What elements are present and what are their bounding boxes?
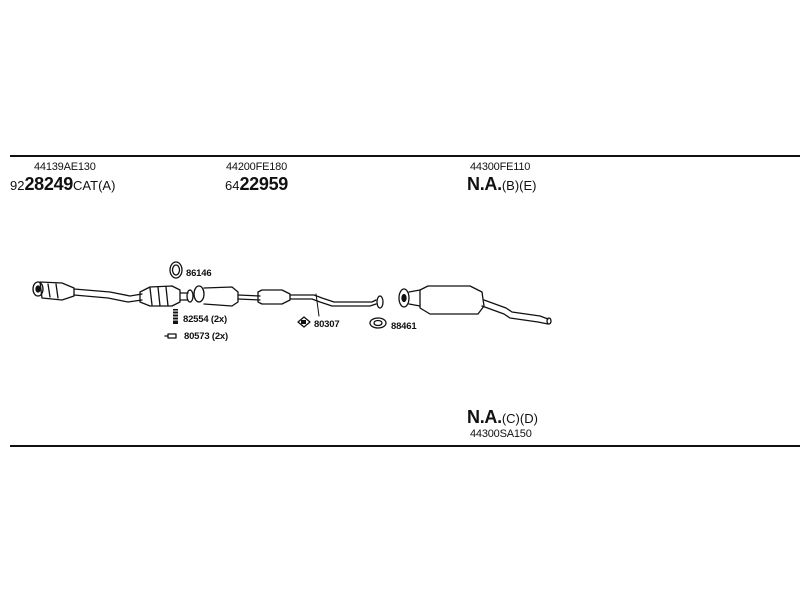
- main-cat-shape: [139, 285, 181, 307]
- rear-pn-suffix: (B)(E): [501, 178, 537, 193]
- rear-oe-number: 44300FE110: [470, 161, 531, 173]
- middle-oe-number: 44200FE180: [226, 161, 287, 173]
- label-86146: 86146: [186, 268, 211, 279]
- front-pipe-shape: [32, 281, 194, 307]
- nut-80573-shape: [164, 333, 177, 339]
- middle-silencer-shape: [203, 286, 239, 307]
- resonator-shape: [257, 289, 291, 305]
- bottom-rule: [10, 445, 800, 447]
- top-rule: [10, 155, 800, 157]
- middle-pn-main: 22959: [239, 174, 289, 194]
- rear-silencer-shape: [398, 285, 552, 325]
- front-pn-main: 28249: [24, 174, 74, 194]
- rear-part-number: N.A.(B)(E): [467, 174, 536, 195]
- bolt-82554-shape: [171, 309, 180, 324]
- label-80573: 80573 (2x): [184, 331, 228, 342]
- label-88461: 88461: [391, 321, 417, 332]
- middle-part-number: 6422959: [225, 174, 288, 195]
- middle-pn-prefix: 64: [225, 178, 240, 193]
- rear-alt-part-number: N.A.(C)(D): [467, 407, 538, 428]
- front-pn-suffix: CAT(A): [73, 178, 116, 193]
- middle-pipe-shape: [193, 285, 384, 309]
- label-80307: 80307: [314, 319, 339, 330]
- front-flange-shape: [32, 281, 44, 297]
- front-part-number: 9228249CAT(A): [10, 174, 115, 195]
- rear-alt-pn-suffix: (C)(D): [501, 411, 538, 426]
- pre-cat-shape: [39, 281, 75, 301]
- front-oe-number: 44139AE130: [34, 161, 96, 173]
- gasket-88461-shape: [369, 317, 387, 329]
- label-82554: 82554 (2x): [183, 314, 227, 325]
- gasket-86146-shape: [169, 261, 183, 279]
- rear-pn-main: N.A.: [467, 174, 502, 194]
- rear-alt-pn-main: N.A.: [467, 407, 502, 427]
- rear-alt-oe-number: 44300SA150: [470, 428, 532, 440]
- front-pn-prefix: 92: [10, 178, 25, 193]
- hanger-80307-shape: [297, 316, 311, 328]
